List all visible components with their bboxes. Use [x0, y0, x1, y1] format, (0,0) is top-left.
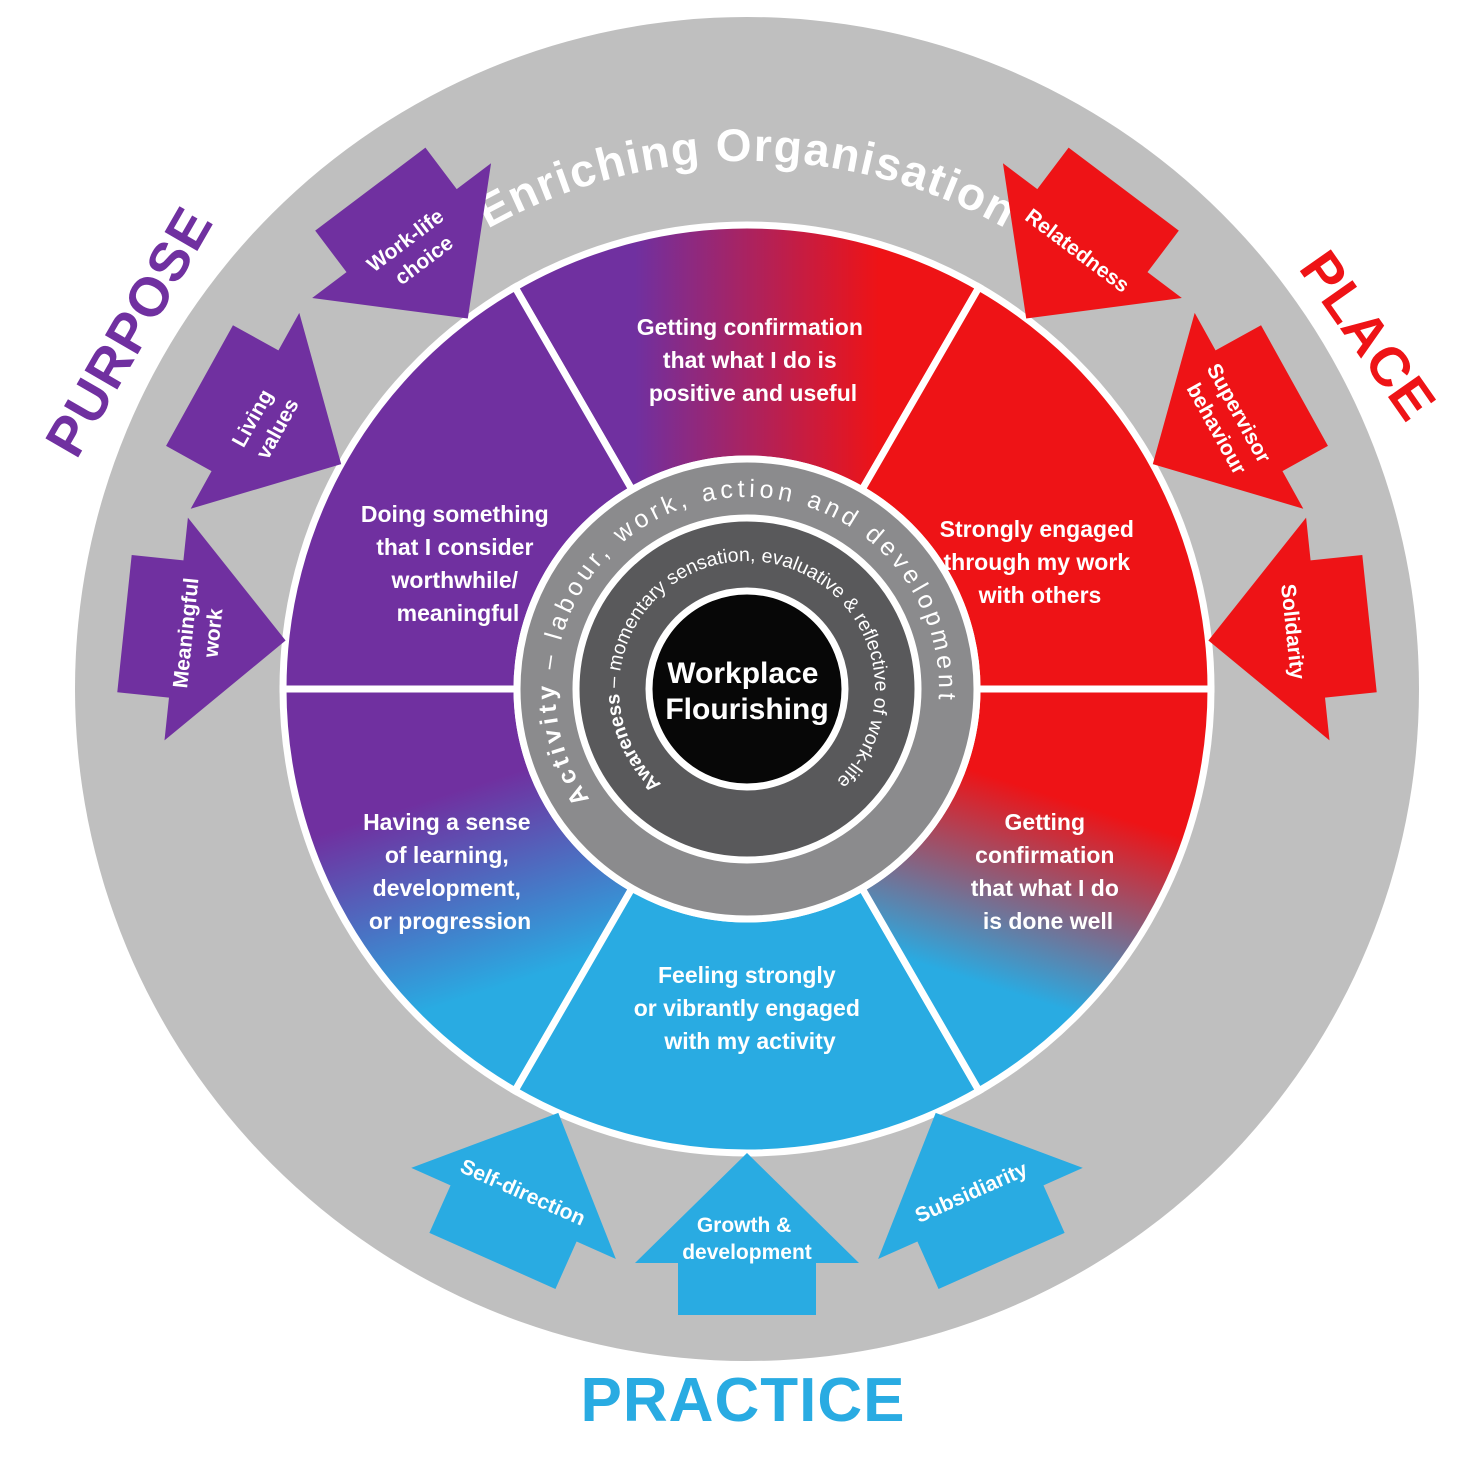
center-circle: [645, 587, 849, 791]
arrow-self-direction: [411, 1112, 616, 1289]
segment-ring: [279, 221, 1215, 1157]
segment-top-left-label: Doing something that I consider worthwhi…: [361, 501, 555, 626]
arrow-supervisor-behaviour: [1152, 312, 1328, 509]
arrow-living-values: [166, 312, 342, 509]
segment-bottom-right-label: Getting confirmation that what I do is d…: [971, 809, 1126, 934]
axis-label-practice: PRACTICE: [581, 1366, 906, 1435]
segment-bottom-label: Feeling strongly or vibrantly engaged wi…: [634, 962, 867, 1054]
arrow-growth-development-label: Growth & development: [682, 1214, 812, 1264]
segment-top-right-label: Strongly engaged through my work with ot…: [940, 516, 1141, 608]
segment-bottom-left-label: Having a sense of learning, development,…: [363, 809, 537, 934]
arrow-relatedness: [1002, 147, 1182, 319]
center-label: Workplace Flourishing: [665, 657, 828, 726]
arrow-growth-development: [635, 1153, 859, 1315]
arrow-subsidiarity: [878, 1112, 1083, 1289]
arrow-group: [117, 147, 1377, 1315]
segment-top-label: Getting confirmation that what I do is p…: [637, 314, 870, 406]
arrow-solidarity: [1208, 517, 1377, 741]
arrow-meaningful-work: [117, 517, 286, 741]
arrow-work-life-choice: [312, 147, 492, 319]
